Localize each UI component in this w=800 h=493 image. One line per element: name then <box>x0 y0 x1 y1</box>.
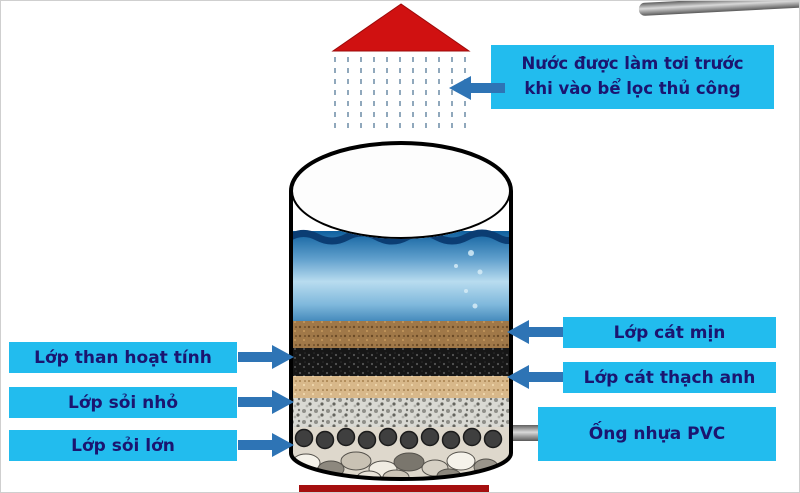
water-bubbles <box>454 250 483 309</box>
arrow-left-icon <box>449 75 505 101</box>
tank-opening <box>289 141 513 241</box>
red-base <box>299 485 489 492</box>
arrow-right-icon <box>238 389 294 415</box>
small-gravel-layer <box>291 398 511 427</box>
activated-carbon-layer <box>291 348 511 376</box>
label-pvc-pipe: Ống nhựa PVC <box>538 407 776 461</box>
arrow-right-icon <box>238 432 294 458</box>
label-large-gravel: Lớp sỏi lớn <box>9 430 237 461</box>
label-activated-carbon-text: Lớp than hoạt tính <box>34 347 212 368</box>
spray-head-icon <box>331 3 471 52</box>
label-fine-sand-text: Lớp cát mịn <box>613 322 726 343</box>
inlet-pipe <box>638 1 799 16</box>
label-quartz-sand-text: Lớp cát thạch anh <box>583 367 756 388</box>
label-small-gravel: Lớp sỏi nhỏ <box>9 387 237 418</box>
pvc-pipe-holes <box>294 427 503 450</box>
label-quartz-sand: Lớp cát thạch anh <box>563 362 776 393</box>
fine-sand-layer <box>291 321 511 348</box>
spray-lines <box>334 57 466 129</box>
label-large-gravel-text: Lớp sỏi lớn <box>71 435 175 456</box>
note-box: Nước được làm tơi trước khi vào bể lọc t… <box>491 45 774 109</box>
large-gravel-layer <box>291 427 511 479</box>
quartz-sand-layer <box>291 376 511 398</box>
label-activated-carbon: Lớp than hoạt tính <box>9 342 237 373</box>
label-fine-sand: Lớp cát mịn <box>563 317 776 348</box>
note-line-1: Nước được làm tơi trước <box>521 54 744 74</box>
arrow-left-icon <box>507 364 563 390</box>
tank-contents <box>291 191 511 479</box>
water-layer <box>291 229 511 323</box>
arrow-right-icon <box>238 344 294 370</box>
label-small-gravel-text: Lớp sỏi nhỏ <box>67 392 179 413</box>
tank-outline <box>289 191 513 481</box>
note-line-2: khi vào bể lọc thủ công <box>524 79 741 98</box>
arrow-left-icon <box>507 319 563 345</box>
label-pvc-pipe-text: Ống nhựa PVC <box>588 424 726 444</box>
